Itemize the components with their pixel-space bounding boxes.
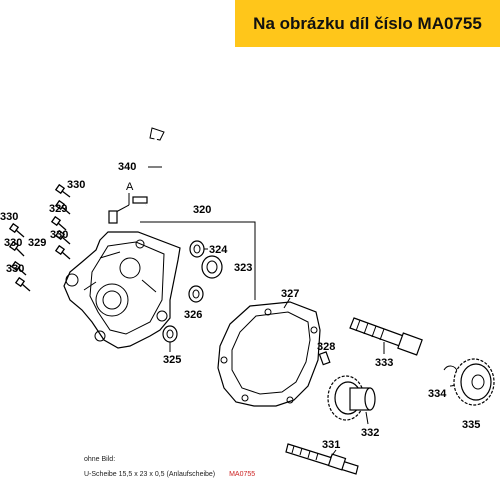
banner-text: Na obrázku díl číslo MA0755 — [253, 13, 482, 33]
gasket-327[interactable] — [217, 301, 321, 407]
bearing-326[interactable] — [188, 285, 204, 303]
callout-334: 334 — [428, 388, 447, 400]
callout-326: 326 — [184, 309, 202, 321]
leader-320 — [140, 221, 256, 300]
callout-320: 320 — [193, 204, 211, 216]
gearbox-cover-320[interactable] — [63, 231, 181, 349]
breather-pipe-340[interactable] — [132, 127, 165, 206]
callout-330-d: 330 — [4, 237, 22, 249]
leader-331 — [329, 449, 337, 459]
shaft-333[interactable] — [349, 317, 423, 356]
callout-333: 333 — [375, 357, 393, 369]
callout-340: 340 — [118, 161, 136, 173]
footer-note: ohne Bild: U-Scheibe 15,5 x 23 x 0,5 (An… — [84, 452, 255, 482]
pipe-nozzle — [108, 210, 118, 224]
pipe-connector-line — [115, 204, 130, 213]
callout-327: 327 — [281, 288, 299, 300]
view-marker-a: A — [126, 181, 134, 193]
bolt-group-330-329[interactable] — [8, 183, 71, 292]
leader-332 — [365, 411, 369, 425]
gear-cluster-332[interactable] — [327, 375, 376, 421]
part-code: MA0755 — [229, 471, 256, 478]
callout-335: 335 — [462, 419, 480, 431]
part-description: U-Scheibe 15,5 x 23 x 0,5 (Anlaufscheibe… — [84, 471, 216, 478]
part-number-banner: Na obrázku díl číslo MA0755 — [235, 0, 500, 47]
gear-335[interactable] — [453, 358, 495, 406]
callout-323: 323 — [234, 262, 252, 274]
bearing-325[interactable] — [162, 325, 178, 343]
callout-325: 325 — [163, 354, 181, 366]
not-shown-label: ohne Bild: — [84, 456, 116, 463]
callout-330-a: 330 — [67, 179, 85, 191]
callout-332: 332 — [361, 427, 379, 439]
callout-330-e: 330 — [6, 263, 24, 275]
leader-327 — [283, 297, 291, 309]
shaft-331[interactable] — [285, 443, 359, 475]
callout-324: 324 — [209, 244, 228, 256]
seal-324[interactable] — [189, 240, 205, 258]
callout-328: 328 — [317, 341, 335, 353]
callout-329-b: 329 — [28, 237, 46, 249]
callout-331: 331 — [322, 439, 340, 451]
callout-330-c: 330 — [50, 229, 68, 241]
bearing-323[interactable] — [201, 255, 223, 279]
callout-330-b: 330 — [0, 211, 18, 223]
dowel-pin-328[interactable] — [318, 351, 331, 366]
part-description-line: U-Scheibe 15,5 x 23 x 0,5 (Anlaufscheibe… — [84, 467, 255, 482]
callout-329-a: 329 — [49, 203, 67, 215]
